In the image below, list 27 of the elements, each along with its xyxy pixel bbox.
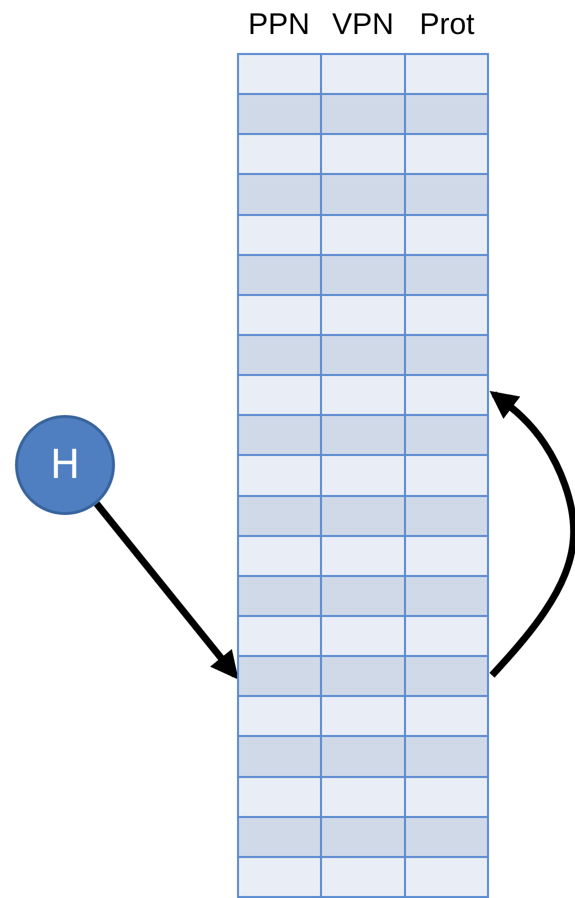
node-label: H	[50, 442, 80, 488]
table-row	[237, 133, 489, 176]
table-row	[237, 173, 489, 216]
column-header: Prot	[418, 8, 476, 42]
table-row	[237, 615, 489, 658]
column-header: PPN	[247, 8, 311, 42]
table-row	[237, 574, 489, 617]
table-row	[237, 53, 489, 96]
arrow	[94, 502, 239, 680]
table-row	[237, 776, 489, 818]
table-row	[237, 374, 489, 416]
column-header: VPN	[331, 8, 395, 42]
table-row	[237, 816, 489, 858]
table-row	[237, 735, 489, 778]
table-row	[237, 454, 489, 497]
table-row	[237, 655, 489, 698]
table-row	[237, 93, 489, 136]
table-row	[237, 414, 489, 456]
table-row	[237, 254, 489, 296]
table-row	[237, 856, 489, 898]
table-row	[237, 294, 489, 336]
table-row	[237, 494, 489, 537]
arrow	[489, 390, 575, 678]
table-row	[237, 695, 489, 738]
table-row	[237, 214, 489, 256]
table-row	[237, 534, 489, 577]
table-row	[237, 334, 489, 376]
